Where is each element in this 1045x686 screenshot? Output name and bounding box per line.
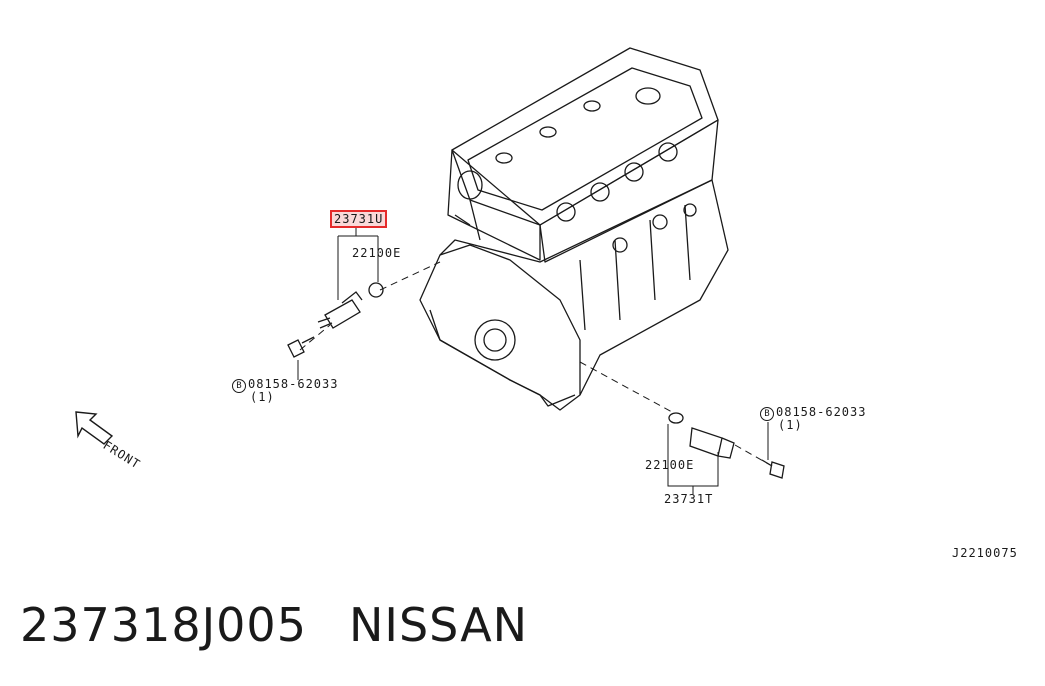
part-label-highlighted[interactable]: 23731U — [330, 210, 388, 228]
bolt-qty-left: (1) — [250, 390, 275, 404]
engine-diagram — [75, 47, 785, 494]
diagram-id: J2210075 — [952, 546, 1018, 560]
bolt-code-badge: B — [232, 379, 246, 393]
oring-label-lower: 22100E — [645, 458, 695, 472]
front-arrow-icon — [75, 411, 114, 445]
engine-block — [419, 47, 729, 411]
leader-lines — [297, 226, 769, 494]
brand-name: NISSAN — [348, 598, 529, 652]
bolt-qty-right: (1) — [778, 418, 803, 432]
bolt-code-badge: B — [760, 407, 774, 421]
bolt-part-number: 08158-62033 — [248, 377, 339, 391]
oring-label-upper: 22100E — [352, 246, 402, 260]
dashed-guides — [299, 261, 773, 467]
upper-sensor — [317, 282, 384, 329]
bolt-part-number: 08158-62033 — [776, 405, 867, 419]
lower-sensor — [668, 412, 735, 459]
part-label-lower[interactable]: 23731T — [664, 492, 714, 506]
footer-title: 237318J005 NISSAN — [20, 598, 528, 652]
bolts — [287, 336, 785, 479]
part-number: 237318J005 — [20, 598, 307, 652]
